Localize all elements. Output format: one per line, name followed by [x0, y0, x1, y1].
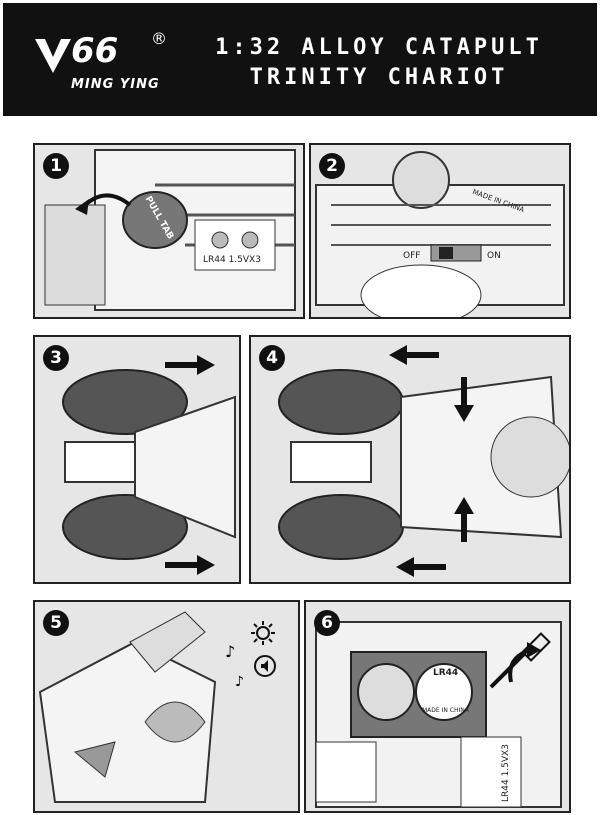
sound-icon	[254, 655, 276, 677]
switch-off-label: OFF	[403, 251, 421, 261]
step-1-panel: 1 PULL TAB LR44 1.5VX3	[33, 143, 305, 319]
battery-spec-label: LR44 1.5VX3	[501, 744, 511, 802]
arrow-left-icon	[389, 345, 439, 365]
coin-made-label: MADE IN CHINA	[422, 707, 469, 714]
step-3-illustration	[62, 369, 236, 560]
title-line-1: 1:32 ALLOY CATAPULT	[215, 35, 543, 60]
step-4-illustration	[278, 369, 569, 560]
brand-logo: 66 ® MING YING	[33, 29, 173, 92]
step-3-panel: 3	[33, 335, 241, 584]
coin-cell-label: LR44	[433, 668, 459, 678]
arrow-left-icon	[396, 557, 446, 577]
header-banner: 66 ® MING YING 1:32 ALLOY CATAPULT TRINI…	[3, 3, 597, 116]
step-5-number: 5	[43, 610, 69, 636]
light-icon	[251, 621, 275, 645]
arrow-right-icon	[165, 555, 215, 575]
title-line-2: TRINITY CHARIOT	[249, 65, 509, 90]
step-2-number: 2	[319, 153, 345, 179]
arrow-up-icon	[454, 497, 474, 542]
rotate-arrow-icon	[508, 642, 541, 683]
arrow-right-icon	[165, 355, 215, 375]
logo-number: 66	[71, 31, 119, 71]
music-note-icon: ♪	[235, 674, 244, 690]
step-2-illustration	[315, 151, 565, 317]
step-6-panel: 6 LR44 MADE IN CHINA LR44 1.5VX3	[304, 600, 571, 813]
step-4-number: 4	[259, 345, 285, 371]
step-4-panel: 4	[249, 335, 571, 584]
page-title: 1:32 ALLOY CATAPULT TRINITY CHARIOT	[179, 33, 579, 93]
step-2-panel: 2 OFF ON MADE IN CHINA	[309, 143, 571, 319]
step-5-panel: 5 ♪ ♪	[33, 600, 300, 813]
step-5-illustration	[38, 611, 217, 803]
step-1-number: 1	[43, 153, 69, 179]
arrow-down-icon	[454, 377, 474, 422]
pull-arrow-icon	[75, 193, 132, 215]
step-6-number: 6	[314, 610, 340, 636]
logo-brand-name: MING YING	[71, 77, 160, 92]
registered-mark: ®	[151, 29, 167, 48]
logo-icon	[35, 39, 71, 73]
switch-on-label: ON	[487, 251, 501, 261]
music-note-icon: ♪	[225, 642, 236, 661]
step-3-number: 3	[43, 345, 69, 371]
battery-spec-label: LR44 1.5VX3	[203, 255, 261, 265]
step-1-illustration	[44, 149, 296, 311]
